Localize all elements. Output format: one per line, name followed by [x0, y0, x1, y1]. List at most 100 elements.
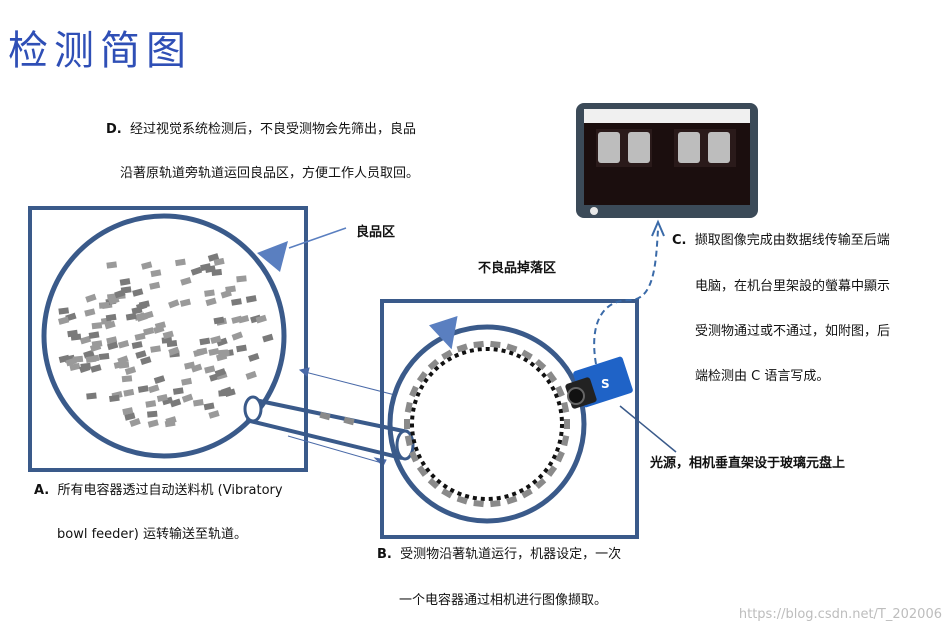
track-capacitor — [409, 450, 419, 463]
step-a-line2: bowl feeder) 运转输送至轨道。 — [57, 527, 247, 542]
bowl-capacitor — [91, 322, 103, 330]
feeder-bowl — [41, 213, 287, 459]
bowl-capacitor — [216, 337, 228, 347]
track-capacitor — [456, 495, 468, 505]
bowl-capacitor — [190, 266, 203, 276]
step-b-line1: B. 受测物沿著轨道运行，机器设定，一次 — [377, 548, 621, 561]
watermark: https://blog.csdn.net/T_202006 — [738, 607, 942, 622]
bowl-capacitor — [208, 347, 220, 356]
light-camera-label: 光源，相机垂直架设于玻璃元盘上 — [650, 456, 846, 471]
bowl-capacitor — [131, 341, 143, 350]
bowl-capacitor — [134, 332, 146, 341]
track-capacitor — [490, 500, 501, 508]
camera-icon: S — [565, 356, 633, 409]
bowl-capacitor — [153, 375, 166, 385]
good-area-label: 良品区 — [356, 225, 396, 240]
track-capacitor — [561, 401, 570, 413]
step-a-text1: 所有电容器透过自动送料机 (Vibratory — [57, 483, 283, 498]
data-link — [593, 229, 659, 365]
bowl-capacitor — [119, 278, 131, 286]
bowl-capacitor — [114, 289, 126, 299]
bowl-capacitor — [248, 352, 260, 362]
bowl-capacitor — [69, 362, 81, 371]
track-capacitor — [427, 477, 440, 490]
track-capacitor — [546, 371, 558, 383]
bowl-capacitor — [140, 356, 152, 365]
bowl-capacitor — [245, 295, 257, 303]
bowl-capacitor — [67, 329, 78, 338]
bowl-capacitor — [156, 393, 168, 402]
track-ring — [410, 347, 564, 501]
step-c-line2: 电脑，在机台里架設的螢幕中顯示 — [695, 279, 891, 294]
step-c-line4: 端检测由 C 语言写成。 — [695, 369, 830, 384]
track-capacitor — [555, 450, 565, 463]
track-capacitor — [441, 488, 453, 499]
bowl-capacitor — [84, 308, 96, 317]
step-d-text1: 经过视觉系统检测后，不良受测物会先筛出，良品 — [130, 122, 417, 137]
bowl-capacitor — [88, 331, 100, 339]
bowl-capacitor — [145, 400, 157, 408]
bowl-capacitor — [180, 277, 192, 286]
track-capacitor — [564, 419, 570, 429]
bowl-capacitor — [124, 412, 136, 421]
bowl-capacitor — [148, 384, 160, 394]
bowl-capacitor — [166, 339, 178, 348]
bowl-capacitor — [204, 365, 216, 374]
step-b-letter: B. — [377, 547, 392, 562]
step-c-letter: C. — [672, 233, 687, 248]
bowl-capacitor — [179, 298, 191, 307]
bowl-capacitor — [172, 387, 184, 395]
bowl-capacitor — [122, 407, 134, 416]
bowl-capacitor — [134, 312, 146, 321]
bowl-capacitor — [168, 299, 180, 309]
step-d-line1: D. 经过视觉系统检测后，不良受测物会先筛出，良品 — [106, 123, 416, 136]
step-b-text1: 受测物沿著轨道运行，机器设定，一次 — [400, 547, 622, 562]
track-capacitor — [416, 371, 428, 383]
step-c-line1: C. 撷取图像完成由数据线传输至后端 — [672, 234, 890, 247]
bowl-capacitor — [210, 335, 222, 344]
bowl-capacitor — [125, 312, 137, 321]
step-a-line1: A. 所有电容器透过自动送料机 (Vibratory — [34, 484, 283, 497]
bowl-capacitor — [245, 370, 257, 380]
bowl-capacitor — [86, 392, 97, 400]
bowl-capacitor — [104, 320, 116, 330]
track-capacitor — [456, 343, 468, 353]
reject-area-label: 不良品掉落区 — [478, 261, 557, 276]
bowl-capacitor — [141, 261, 153, 270]
track-capacitor — [416, 465, 428, 477]
bowl-capacitor — [192, 399, 204, 407]
bowl-capacitor — [236, 344, 247, 353]
bowl-capacitor — [255, 314, 267, 324]
bowl-capacitor — [199, 337, 211, 346]
bowl-capacitor — [213, 257, 225, 266]
bowl-capacitor — [208, 410, 220, 419]
bowl-capacitor — [106, 341, 119, 351]
bowl-capacitor — [98, 301, 110, 309]
bowl-capacitor — [143, 327, 155, 336]
bowl-capacitor — [181, 393, 194, 403]
bowl-capacitor — [65, 357, 77, 367]
track-capacitor — [473, 340, 484, 348]
bowl-capacitor — [58, 316, 70, 325]
track-capacitor — [404, 401, 413, 413]
track-capacitor — [441, 349, 453, 360]
bowl-capacitor — [105, 313, 117, 322]
bowl-capacitor — [218, 389, 229, 397]
track-capacitor — [490, 340, 501, 348]
bowl-capacitor — [181, 377, 193, 386]
track-capacitor — [521, 349, 533, 360]
step-d-letter: D. — [106, 122, 122, 137]
bowl-capacitor — [135, 350, 147, 359]
track-capacitor — [409, 385, 419, 398]
bowl-capacitor — [58, 307, 70, 315]
step-c-line3: 受测物通过或不通过，如附图，后 — [695, 324, 891, 339]
track-capacitor — [404, 435, 413, 447]
bowl-capacitor — [147, 410, 158, 418]
bowl-capacitor — [90, 364, 102, 373]
bowl-capacitor — [236, 275, 247, 283]
track-capacitor — [506, 343, 518, 353]
camera-pointer — [619, 405, 677, 453]
track-capacitor — [534, 477, 547, 490]
bowl-capacitor — [129, 417, 141, 427]
